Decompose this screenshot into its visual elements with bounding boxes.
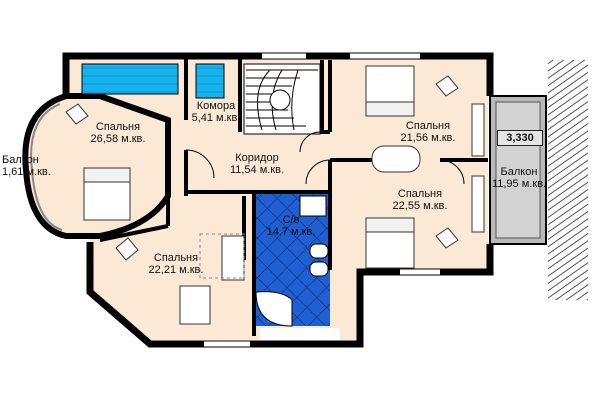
- room-area: 22,55 м.кв.: [392, 200, 448, 212]
- roof-hatch: [548, 60, 588, 300]
- room-label-balcony-west: Балкон 1,61 м.кв.: [2, 154, 62, 178]
- furniture: [65, 65, 485, 325]
- wardrobe-storage: [195, 63, 225, 99]
- bathroom-fixtures: [255, 195, 329, 327]
- room-name: Комора: [196, 100, 236, 112]
- room-name: Спальня: [95, 121, 141, 133]
- room-name: Спальня: [405, 120, 451, 132]
- room-area: 11,95 м.кв.: [491, 178, 547, 190]
- room-label-bedroom-nw: Спальня 26,58 м.кв.: [88, 121, 148, 145]
- room-label-bedroom-sw: Спальня 22,21 м.кв.: [136, 252, 216, 276]
- room-area: 22,21 м.кв.: [148, 264, 204, 276]
- room-name: Балкон: [2, 154, 39, 166]
- room-name: Коридор: [235, 152, 279, 164]
- room-name: С/в: [282, 214, 300, 226]
- room-label-bedroom-ne: Спальня 21,56 м.кв.: [388, 120, 468, 144]
- balcony-east-inner: [495, 101, 541, 239]
- door-swings: [185, 131, 465, 185]
- room-label-bedroom-e: Спальня 22,55 м.кв.: [380, 188, 460, 212]
- room-label-bathroom: С/в 14,7 м.кв.: [258, 214, 324, 238]
- room-label-corridor: Коридор 11,54 м.кв.: [222, 152, 292, 176]
- bay-window: [22, 93, 171, 239]
- room-name: Спальня: [153, 252, 199, 264]
- room-label-balcony-east: Балкон 11,95 м.кв.: [484, 166, 554, 190]
- room-name: Спальня: [397, 188, 443, 200]
- staircase: [243, 63, 321, 135]
- room-area: 11,54 м.кв.: [229, 164, 285, 176]
- room-label-storage: Комора 5,41 м.кв.: [186, 100, 246, 124]
- room-area: 14,7 м.кв.: [266, 226, 316, 238]
- sw-alcove: [199, 233, 245, 279]
- room-area: 1,61 м.кв.: [2, 166, 51, 178]
- room-area: 21,56 м.кв.: [400, 132, 456, 144]
- level-mark: 3,330: [497, 130, 543, 146]
- interior-walls: [99, 56, 488, 336]
- room-name: Балкон: [500, 166, 538, 178]
- bay-window-glass: [30, 103, 63, 231]
- room-area: 26,58 м.кв.: [90, 133, 146, 145]
- wardrobe-nw: [81, 63, 179, 95]
- windows: [204, 53, 440, 347]
- room-area: 5,41 м.кв.: [191, 112, 241, 124]
